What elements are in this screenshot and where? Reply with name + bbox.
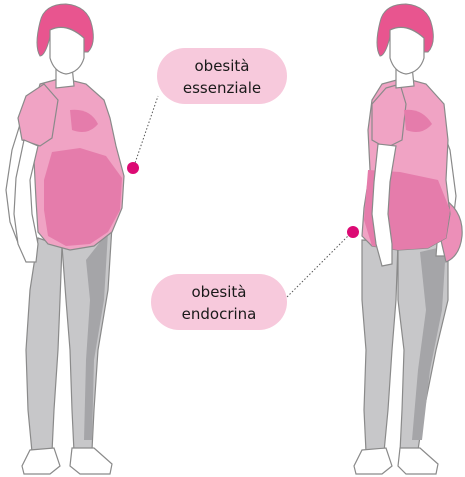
leader-line-endocrine xyxy=(284,234,350,300)
marker-dot-essential xyxy=(127,162,139,174)
label-essential-line1: obesità xyxy=(195,57,250,75)
legs-right-figure xyxy=(354,236,448,474)
label-endocrine-line1: obesità xyxy=(192,283,247,301)
label-essential-line2: essenziale xyxy=(183,79,261,97)
callout-essential-obesity: obesità essenziale xyxy=(127,48,287,174)
callout-endocrine-obesity: obesità endocrina xyxy=(151,226,359,330)
leader-line-essential xyxy=(134,96,158,166)
legs-left-figure xyxy=(22,226,112,474)
figure-endocrine-obesity xyxy=(354,4,462,474)
head-left-figure xyxy=(37,4,93,74)
label-endocrine-line2: endocrina xyxy=(182,305,257,323)
svg-text:endocrina: endocrina xyxy=(182,305,257,323)
marker-dot-endocrine xyxy=(347,226,359,238)
svg-text:obesità: obesità xyxy=(192,283,247,301)
head-right-figure xyxy=(377,4,433,74)
svg-text:obesità: obesità xyxy=(195,57,250,75)
sleeve-left-figure xyxy=(18,84,58,146)
svg-text:essenziale: essenziale xyxy=(183,79,261,97)
figure-essential-obesity xyxy=(6,4,124,474)
